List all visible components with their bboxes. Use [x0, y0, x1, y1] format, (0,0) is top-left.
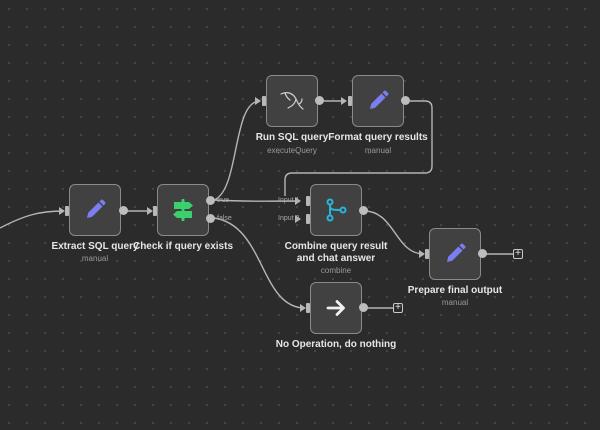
node-title: No Operation, do nothing [275, 339, 397, 350]
node-title: Check if query exists [132, 241, 234, 252]
node-title-line2: and chat answer [296, 253, 376, 264]
connection-check-false-noop [213, 217, 306, 309]
node-format-query-results[interactable] [352, 75, 404, 127]
output-port[interactable] [359, 303, 368, 312]
output-port[interactable] [401, 96, 410, 105]
input-port[interactable] [65, 206, 69, 216]
input-port-1[interactable] [306, 196, 310, 206]
node-subtitle: manual [364, 146, 392, 155]
input-port[interactable] [348, 96, 352, 106]
node-run-sql-query[interactable] [266, 75, 318, 127]
output-port[interactable] [119, 206, 128, 215]
connection-check-true-combine [213, 199, 301, 202]
node-prepare-final-output[interactable] [429, 228, 481, 280]
node-subtitle: manual [441, 298, 469, 307]
connection-format-combine [284, 100, 433, 196]
add-node-button[interactable]: + [393, 303, 403, 313]
output-port-true[interactable] [206, 196, 215, 205]
input-label-1: Input 1 [278, 197, 300, 204]
output-port[interactable] [359, 206, 368, 215]
arrowhead [295, 215, 301, 223]
arrow-right-icon [326, 300, 345, 316]
output-port[interactable] [315, 96, 324, 105]
arrowhead [147, 207, 153, 215]
connection-incoming [0, 210, 65, 229]
output-port-false[interactable] [206, 214, 215, 223]
pencil-icon [370, 90, 389, 109]
node-combine-query-result[interactable] [310, 184, 362, 236]
pencil-icon [87, 199, 106, 218]
arrowhead [341, 97, 347, 105]
output-label-true: true [217, 197, 230, 204]
input-port[interactable] [306, 303, 310, 313]
connection-check-true-run [213, 100, 261, 201]
arrowhead [59, 207, 65, 215]
output-port[interactable] [478, 249, 487, 258]
input-port-2[interactable] [306, 214, 310, 224]
signpost-icon [173, 199, 193, 221]
input-port[interactable] [262, 96, 266, 106]
node-title: Prepare final output [407, 285, 503, 296]
add-node-button[interactable]: + [513, 249, 523, 259]
node-subtitle: executeQuery [267, 146, 317, 155]
node-subtitle: manual [81, 254, 109, 263]
arrowhead [295, 197, 301, 205]
input-label-2: Input 2 [278, 215, 300, 222]
node-extract-sql-query[interactable] [69, 184, 121, 236]
node-subtitle: combine [320, 266, 352, 275]
node-no-operation[interactable] [310, 282, 362, 334]
node-title: Extract SQL query [51, 241, 139, 252]
arrowhead [300, 304, 306, 312]
mysql-dolphin-icon [280, 92, 304, 110]
input-port[interactable] [425, 249, 429, 259]
node-title: Format query results [328, 132, 428, 143]
input-port[interactable] [153, 206, 157, 216]
node-title-line1: Combine query result [284, 241, 388, 252]
output-label-false: false [217, 215, 232, 222]
node-title: Run SQL query [255, 132, 329, 143]
node-check-if-query-exists[interactable] [157, 184, 209, 236]
arrowhead [255, 97, 261, 105]
connection-combine-prepare [363, 210, 425, 255]
arrowhead [419, 250, 425, 258]
merge-icon [326, 198, 347, 222]
pencil-icon [447, 243, 466, 262]
